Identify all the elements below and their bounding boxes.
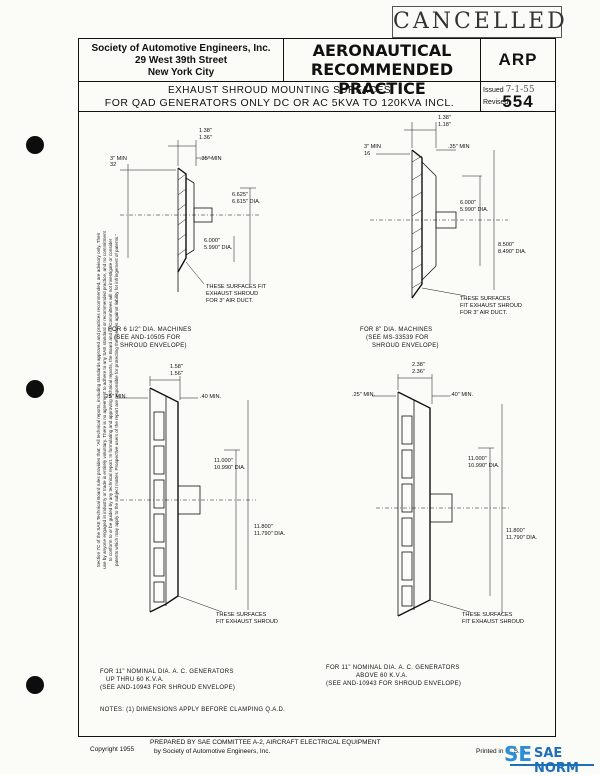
- d3-caption-line-3: (SEE AND-10943 FOR SHROUD ENVELOPE): [100, 685, 236, 691]
- d4-caption: FOR 11" NOMINAL DIA. A. C. GENERATORS AB…: [326, 664, 461, 688]
- subject-line-1: EXHAUST SHROUD MOUNTING SURFACES: [167, 85, 392, 96]
- cancelled-stamp: CANCELLED: [392, 6, 565, 38]
- d3-dim-top-b: 1.56": [170, 371, 183, 377]
- printed-in: Printed in U. S. A.: [476, 748, 528, 755]
- d3-note-b: FIT EXHAUST SHROUD: [216, 619, 278, 625]
- d2-note-c: FOR 3" AIR DUCT.: [460, 310, 507, 316]
- d2-caption-line-1: FOR 8" DIA. MACHINES: [360, 327, 433, 333]
- d2-caption: FOR 8" DIA. MACHINES (SEE MS-33539 FOR S…: [360, 326, 439, 350]
- drawing-2: 1.38" 1.18" 3" MIN 16 .35" MIN 6.000" 5.…: [364, 115, 527, 316]
- d2-dim-left-a: 3" MIN: [364, 144, 381, 150]
- org-name: Society of Automotive Engineers, Inc.: [91, 43, 271, 54]
- drawing-notes: NOTES: (1) DIMENSIONS APPLY BEFORE CLAMP…: [100, 707, 286, 713]
- d3-dim-od-a: 11.000": [214, 458, 233, 464]
- d3-dim-od-b: 10.990" DIA.: [214, 465, 246, 471]
- d2-dim-od-a: 6.000": [460, 200, 476, 206]
- d3-dim-top-a: 1.58": [170, 364, 183, 370]
- logo-underline: [510, 764, 594, 766]
- issued-date: 7-1-55: [505, 85, 535, 95]
- d4-dim-id-a: 11.800": [506, 528, 525, 534]
- subject-line-2: FOR QAD GENERATORS ONLY DC OR AC 5KVA TO…: [104, 97, 455, 109]
- org-city: New York City: [147, 67, 215, 78]
- d3-caption: FOR 11" NOMINAL DIA. A. C. GENERATORS UP…: [100, 668, 235, 692]
- organization-block: Society of Automotive Engineers, Inc. 29…: [79, 39, 284, 82]
- d1-dim-id-a: 6.000": [204, 238, 220, 244]
- revised-label: Revised: [483, 99, 509, 106]
- title-line-2: RECOMMENDED PRACTICE: [310, 60, 454, 98]
- d2-caption-line-2: (SEE MS-33539 FOR: [366, 335, 429, 341]
- d4-dim-top-a: 2.38": [412, 362, 425, 368]
- punch-hole: [26, 676, 44, 694]
- d1-caption: FOR 6 1/2" DIA. MACHINES (SEE AND-10505 …: [108, 326, 192, 350]
- drawing-3: 1.58" 1.56" .25" MIN. .40 MIN. 11.000" 1…: [104, 364, 286, 625]
- d1-note-a: THESE SURFACES FIT: [206, 284, 267, 290]
- drawing-4: 2.38" 2.36" .25" MIN. .40" MIN. 11.000" …: [352, 362, 538, 625]
- document-number: ARP 554: [481, 39, 555, 111]
- d1-caption-line-3: SHROUD ENVELOPE): [120, 343, 187, 349]
- d2-dim-top-a: 1.38": [438, 115, 451, 121]
- d4-caption-line-2: ABOVE 60 K.V.A.: [356, 673, 408, 679]
- d3-dim-id-a: 11.800": [254, 524, 273, 530]
- d1-note-c: FOR 3" AIR DUCT.: [206, 298, 253, 304]
- document-subject: EXHAUST SHROUD MOUNTING SURFACES FOR QAD…: [79, 82, 481, 111]
- prepared-by-line-2: by Society of Automotive Engineers, Inc.: [154, 748, 271, 755]
- logo-mark: SE: [504, 742, 533, 766]
- d1-dim-top-b: 1.36": [199, 135, 212, 141]
- d2-dim-mid: .35" MIN: [448, 144, 470, 150]
- punch-hole: [26, 136, 44, 154]
- d2-note-b: FIT EXHAUST SHROUD: [460, 303, 522, 309]
- d4-dim-od-a: 11.000": [468, 456, 487, 462]
- title-line-1: AERONAUTICAL: [312, 41, 452, 60]
- d2-dim-left-b: 16: [364, 151, 370, 157]
- issued-label: Issued: [483, 87, 504, 94]
- d4-note-a: THESE SURFACES: [462, 612, 513, 618]
- d1-dim-left-a: 3" MIN: [110, 156, 127, 162]
- d2-dim-id-b: 8.490" DIA.: [498, 249, 527, 255]
- prepared-by: PREPARED BY SAE COMMITTEE A-2, AIRCRAFT …: [150, 738, 450, 756]
- d3-caption-line-2: UP THRU 60 K.V.A.: [106, 677, 165, 683]
- d1-dim-od-b: 6.615" DIA.: [232, 199, 261, 205]
- sae-norm-logo: SE SAE NORM: [504, 740, 596, 776]
- d3-caption-line-1: FOR 11" NOMINAL DIA. A. C. GENERATORS: [100, 669, 234, 675]
- d2-caption-line-3: SHROUD ENVELOPE): [372, 343, 439, 349]
- d4-caption-line-3: (SEE AND-10943 FOR SHROUD ENVELOPE): [326, 681, 462, 687]
- drawing-frame: [78, 110, 556, 737]
- logo-text: SAE NORM: [534, 746, 579, 776]
- d3-dim-left: .25" MIN.: [104, 394, 128, 400]
- d1-dim-left-b: 32: [110, 162, 116, 168]
- d1-dim-mid: .35" MIN: [200, 156, 222, 162]
- d1-note-b: EXHAUST SHROUD: [206, 291, 258, 297]
- d2-dim-id-a: 8.500": [498, 242, 514, 248]
- d1-caption-line-1: FOR 6 1/2" DIA. MACHINES: [108, 327, 192, 333]
- d1-dim-top-a: 1.38": [199, 128, 212, 134]
- d4-dim-od-b: 10.990" DIA.: [468, 463, 500, 469]
- d3-dim-id-b: 11.790" DIA.: [254, 531, 286, 537]
- drawing-1: 1.38" 1.36" 3" MIN 32 .35" MIN 6.625" 6.…: [110, 128, 267, 304]
- d2-dim-top-b: 1.18": [438, 122, 451, 128]
- d4-caption-line-1: FOR 11" NOMINAL DIA. A. C. GENERATORS: [326, 665, 460, 671]
- d2-dim-od-b: 5.990" DIA.: [460, 207, 489, 213]
- d1-dim-id-b: 5.990" DIA.: [204, 245, 233, 251]
- d3-dim-mid: .40 MIN.: [200, 394, 222, 400]
- d4-dim-top-b: 2.36": [412, 369, 425, 375]
- prepared-by-line-1: PREPARED BY SAE COMMITTEE A-2, AIRCRAFT …: [150, 739, 381, 746]
- punch-hole: [26, 380, 44, 398]
- d1-dim-od-a: 6.625": [232, 192, 248, 198]
- document-type-title: AERONAUTICAL RECOMMENDED PRACTICE: [284, 39, 481, 98]
- copyright: Copyright 1955: [90, 746, 135, 753]
- d2-note-a: THESE SURFACES: [460, 296, 511, 302]
- d4-note-b: FIT EXHAUST SHROUD: [462, 619, 524, 625]
- d4-dim-id-b: 11.790" DIA.: [506, 535, 538, 541]
- issue-info: Issued 7-1-55 Revised: [483, 84, 553, 109]
- d4-dim-left: .25" MIN.: [352, 392, 376, 398]
- org-street: 29 West 39th Street: [134, 55, 228, 66]
- document-header: Society of Automotive Engineers, Inc. 29…: [78, 38, 556, 112]
- d4-dim-mid: .40" MIN.: [450, 392, 474, 398]
- d3-note-a: THESE SURFACES: [216, 612, 267, 618]
- d1-caption-line-2: (SEE AND-10505 FOR: [114, 335, 181, 341]
